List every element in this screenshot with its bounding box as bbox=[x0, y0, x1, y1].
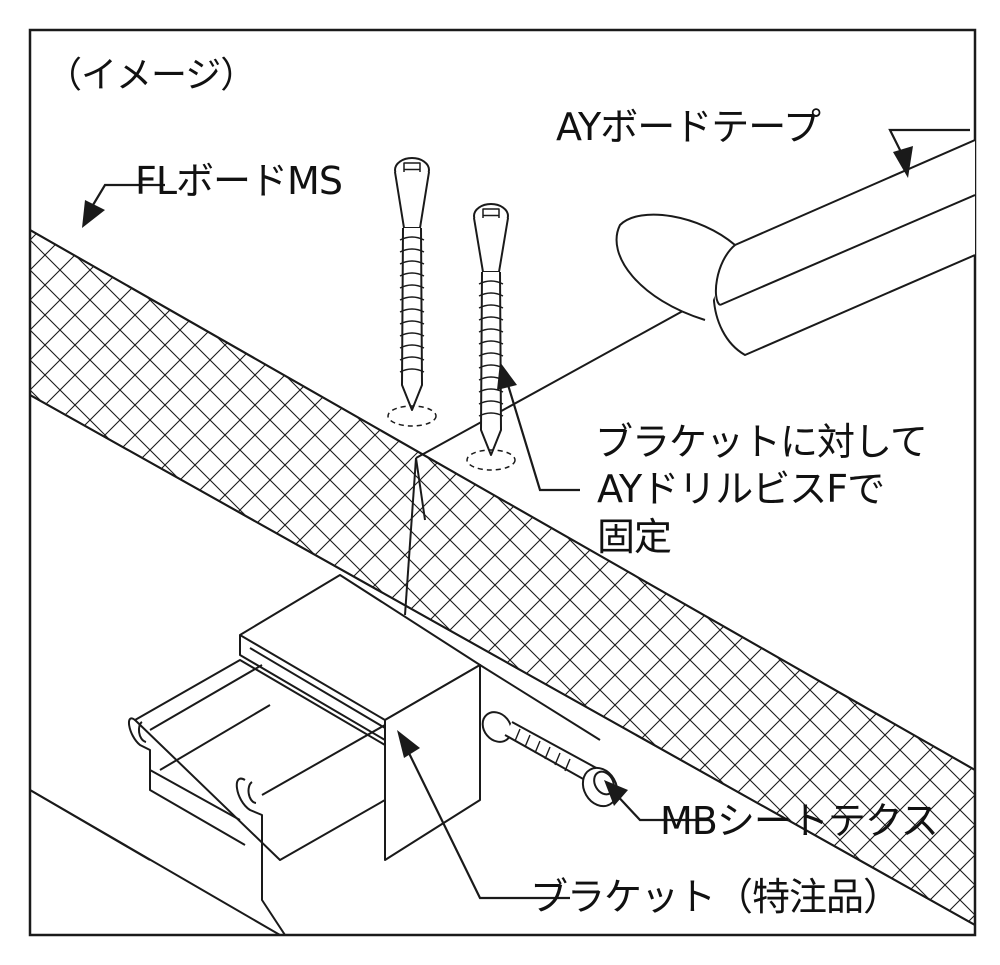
c-channel-runners bbox=[30, 659, 386, 935]
fix-note-line3: 固定 bbox=[597, 515, 672, 559]
ay-drill-screw-right bbox=[466, 203, 516, 471]
mb-sheet-tex-screw bbox=[481, 711, 619, 808]
bracket bbox=[239, 574, 601, 861]
mb-sheet-tex-label: MBシートテクス bbox=[660, 799, 939, 843]
fix-note-line2: AYドリルビスFで bbox=[597, 467, 885, 511]
ay-board-tape bbox=[615, 139, 975, 356]
image-note-label: （イメージ） bbox=[46, 55, 256, 96]
fix-note-line1: ブラケットに対して bbox=[595, 420, 928, 464]
bracket-label: ブラケット（特注品） bbox=[530, 875, 901, 919]
fl-board-ms-label: FLボードMS bbox=[135, 159, 343, 203]
ay-drill-screw-left bbox=[387, 157, 437, 427]
fl-board-ms bbox=[30, 229, 975, 926]
leader-arrowheads bbox=[82, 146, 913, 806]
ay-board-tape-label: AYボードテープ bbox=[556, 105, 821, 149]
